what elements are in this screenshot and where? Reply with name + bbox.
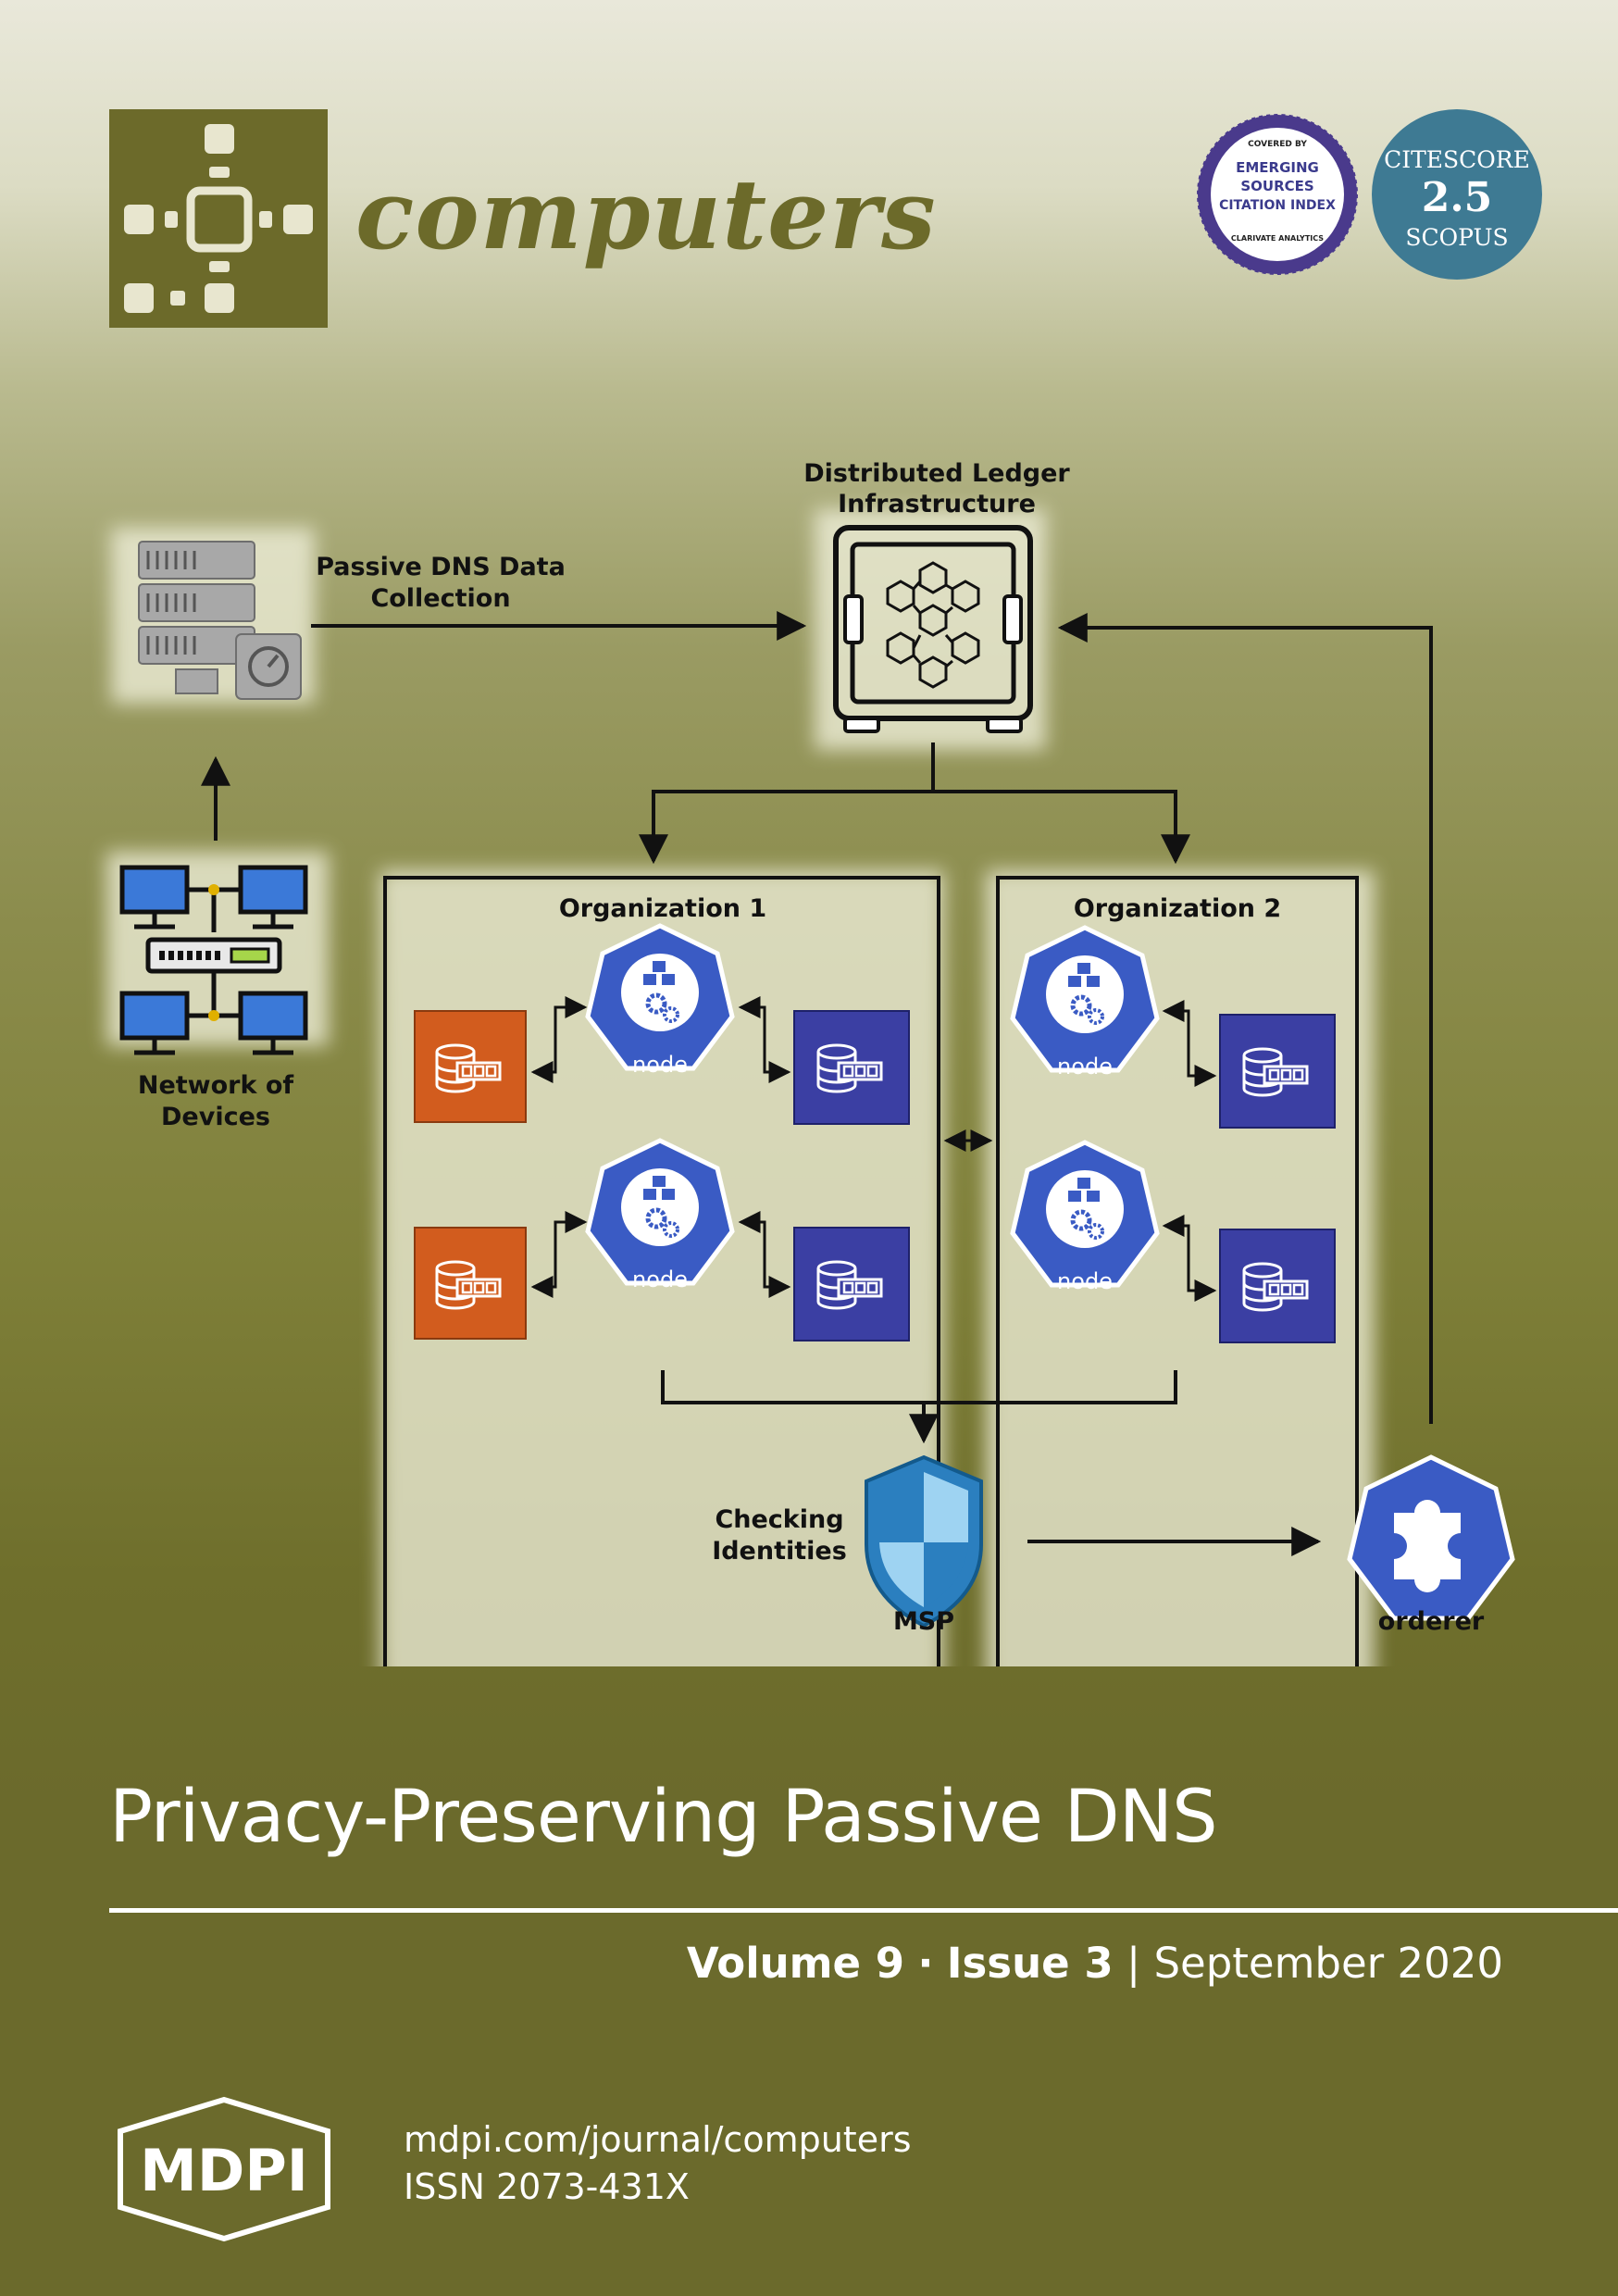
citescore-value: 2.5 bbox=[1421, 174, 1493, 221]
esci-line-3: CITATION INDEX bbox=[1219, 198, 1336, 213]
orderer-label: orderer bbox=[1378, 1607, 1485, 1636]
issue-date: September 2020 bbox=[1153, 1939, 1503, 1988]
org1-label: Organization 1 bbox=[559, 894, 766, 923]
database-navy-icon bbox=[1219, 1229, 1336, 1343]
arrow-ledger-to-org1 bbox=[639, 742, 935, 865]
ledger-safe-icon bbox=[833, 525, 1033, 733]
orderer-puzzle-icon bbox=[1347, 1454, 1515, 1621]
database-navy-icon bbox=[793, 1227, 910, 1341]
node-label: node bbox=[632, 1267, 688, 1292]
msp-shield-icon bbox=[865, 1454, 983, 1628]
node-label: node bbox=[1057, 1268, 1113, 1294]
devices-label-2: Devices bbox=[161, 1103, 270, 1131]
database-navy-icon bbox=[1219, 1014, 1336, 1129]
esci-line-2: SOURCES bbox=[1240, 178, 1313, 194]
journal-name: computers bbox=[355, 157, 937, 271]
volume-text: Volume 9 bbox=[686, 1939, 905, 1988]
issue-text: Issue 3 bbox=[946, 1939, 1114, 1988]
organization-2-frame bbox=[996, 876, 1359, 1666]
mdpi-logo: MDPI bbox=[109, 2094, 339, 2248]
database-orange-icon bbox=[414, 1227, 527, 1340]
organization-1-frame bbox=[383, 876, 940, 1666]
issn: ISSN 2073-431X bbox=[404, 2166, 690, 2207]
volume-issue-separator: · bbox=[917, 1939, 934, 1988]
checking-label-2: Identities bbox=[712, 1537, 847, 1566]
collection-label-2: Collection bbox=[370, 584, 510, 613]
ledger-label-2: Infrastructure bbox=[838, 490, 1036, 518]
arrow-ledger-to-org2 bbox=[933, 790, 1190, 865]
issue-date-divider: | bbox=[1126, 1939, 1141, 1988]
node-label: node bbox=[1057, 1054, 1113, 1079]
esci-badge: COVERED BY EMERGING SOURCES CITATION IND… bbox=[1194, 111, 1361, 278]
esci-bottom-text: CLARIVATE ANALYTICS bbox=[1231, 234, 1324, 243]
server-stack-icon bbox=[138, 541, 302, 700]
citescore-source: SCOPUS bbox=[1405, 224, 1509, 251]
article-title: Privacy-Preserving Passive DNS bbox=[109, 1776, 1218, 1859]
devices-label-1: Network of bbox=[138, 1071, 294, 1100]
collection-label-1: Passive DNS Data bbox=[316, 553, 566, 581]
checking-label-1: Checking bbox=[715, 1505, 843, 1534]
publisher-name: MDPI bbox=[140, 2137, 308, 2204]
database-navy-icon bbox=[793, 1010, 910, 1125]
network-devices-icon bbox=[119, 865, 308, 1055]
issue-line: Volume 9 · Issue 3 | September 2020 bbox=[687, 1939, 1503, 1988]
journal-url: mdpi.com/journal/computers bbox=[404, 2119, 912, 2160]
citescore-label: CITESCORE bbox=[1384, 146, 1530, 173]
architecture-diagram: Network of Devices Passive DNS Data Coll… bbox=[106, 459, 1515, 1666]
ledger-label-1: Distributed Ledger bbox=[803, 459, 1070, 488]
msp-label: MSP bbox=[893, 1607, 954, 1636]
esci-top-text: COVERED BY bbox=[1248, 140, 1307, 149]
node-label: node bbox=[632, 1052, 688, 1078]
title-divider bbox=[109, 1908, 1618, 1913]
esci-line-1: EMERGING bbox=[1236, 159, 1319, 176]
citescore-badge: CITESCORE 2.5 SCOPUS bbox=[1372, 109, 1542, 280]
journal-logo-icon bbox=[109, 109, 328, 328]
org2-label: Organization 2 bbox=[1074, 894, 1281, 923]
arrow-orderer-to-ledger bbox=[1057, 613, 1433, 1424]
database-orange-icon bbox=[414, 1010, 527, 1123]
